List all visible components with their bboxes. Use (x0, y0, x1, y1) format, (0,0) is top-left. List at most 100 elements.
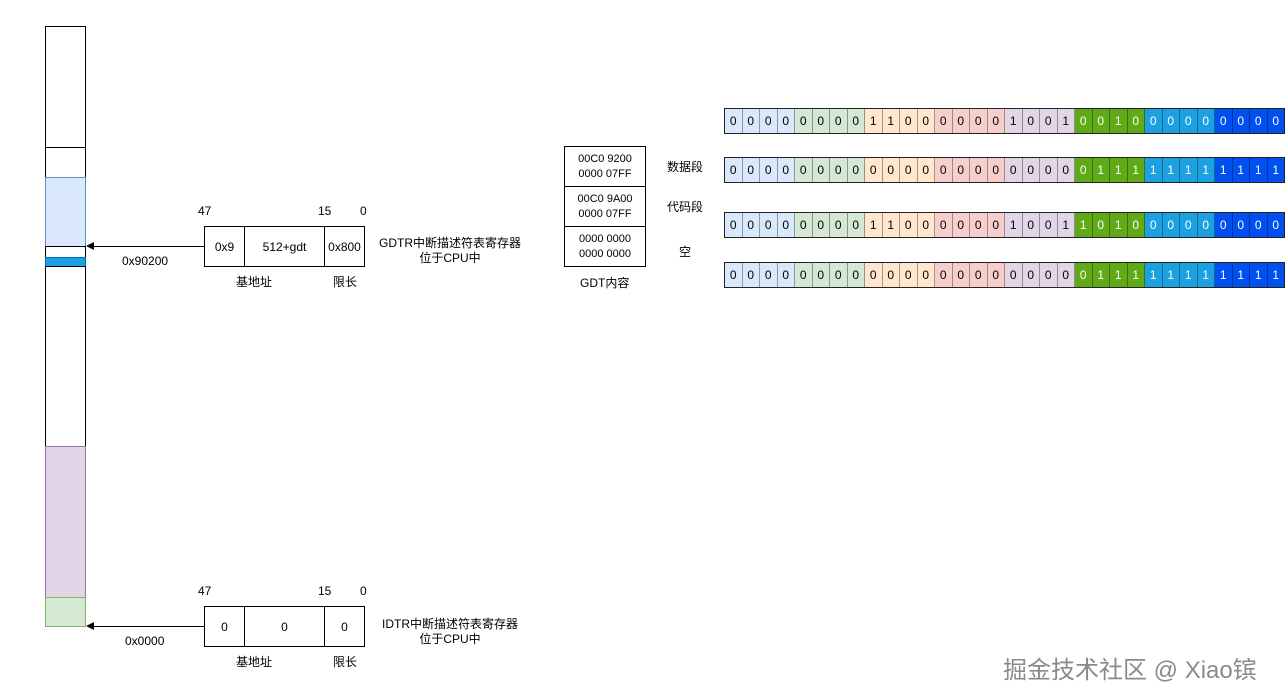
bit-cell: 0 (1162, 213, 1180, 237)
bit-cell: 0 (1075, 263, 1093, 287)
bit-cell: 0 (865, 263, 883, 287)
gdtr-arrow-line (92, 246, 204, 247)
gdtr-bit-0: 0 (360, 204, 367, 218)
bit-cell: 0 (1092, 109, 1110, 133)
bit-cell: 0 (1040, 158, 1058, 182)
bit-cell: 0 (1232, 213, 1250, 237)
bit-cell: 0 (952, 109, 970, 133)
bit-cell: 0 (795, 158, 813, 182)
bit-cell: 0 (1215, 213, 1233, 237)
bit-cell: 0 (917, 158, 935, 182)
memory-block-purple (45, 446, 86, 598)
bit-cell: 0 (1057, 263, 1075, 287)
idtr-register: 0 0 0 (204, 606, 365, 647)
gdt-table: 00C0 9200 0000 07FF 00C0 9A00 0000 07FF … (564, 146, 646, 267)
bit-cell: 0 (830, 263, 848, 287)
gdt-entry-code-line1: 00C0 9A00 (577, 192, 633, 205)
bit-cell: 0 (882, 263, 900, 287)
idtr-limit-caption: 限长 (333, 655, 358, 669)
bit-cell: 0 (1145, 109, 1163, 133)
gdt-label-null: 空 (679, 245, 692, 259)
idtr-limit: 0 (324, 606, 365, 647)
bit-cell: 0 (952, 263, 970, 287)
bit-cell: 0 (917, 213, 935, 237)
gdt-entry-null: 0000 0000 0000 0000 (564, 226, 646, 267)
bit-cell: 0 (900, 263, 918, 287)
bit-cell: 0 (882, 158, 900, 182)
bit-cell: 0 (1022, 109, 1040, 133)
bit-cell: 0 (1127, 213, 1145, 237)
bit-cell: 0 (847, 263, 865, 287)
bit-cell: 0 (725, 213, 743, 237)
bit-cell: 0 (795, 263, 813, 287)
bit-cell: 1 (1197, 158, 1215, 182)
bit-cell: 0 (830, 109, 848, 133)
bit-cell: 0 (1180, 109, 1198, 133)
bit-cell: 0 (1040, 213, 1058, 237)
memory-block-blue (45, 177, 86, 247)
gdt-entry-data-line1: 00C0 9200 (578, 152, 632, 165)
idtr-base-high: 0 (204, 606, 245, 647)
bit-cell: 0 (987, 109, 1005, 133)
memory-block-top (45, 26, 86, 148)
bit-cell: 0 (1022, 263, 1040, 287)
bit-cell: 0 (760, 158, 778, 182)
bit-cell: 1 (1180, 263, 1198, 287)
bit-cell: 0 (1267, 109, 1284, 133)
bit-cell: 0 (1057, 158, 1075, 182)
bit-cell: 0 (900, 213, 918, 237)
bit-cell: 0 (952, 158, 970, 182)
idtr-bit-15: 15 (318, 584, 332, 598)
idtr-arrow-line (92, 626, 204, 627)
idtr-description: IDTR中断描述符表寄存器 位于CPU中 (374, 617, 526, 647)
gdt-entry-null-line2: 0000 0000 (579, 247, 631, 260)
watermark: 掘金技术社区 @ Xiao镔 (1003, 657, 1257, 684)
bit-cell: 0 (865, 158, 883, 182)
bit-cell: 1 (1092, 158, 1110, 182)
gdtr-register: 0x9 512+gdt 0x800 (204, 226, 365, 267)
bit-cell: 0 (970, 158, 988, 182)
bit-cell: 0 (812, 158, 830, 182)
gdtr-address-label: 0x90200 (122, 254, 169, 268)
gdtr-base-high: 0x9 (204, 226, 245, 267)
bit-cell: 0 (847, 213, 865, 237)
idtr-bit-47: 47 (198, 584, 212, 598)
bit-cell: 1 (1110, 263, 1128, 287)
idtr-base-caption: 基地址 (236, 655, 273, 669)
bit-cell: 0 (1127, 109, 1145, 133)
bit-cell: 1 (882, 213, 900, 237)
bit-cell: 1 (1267, 263, 1284, 287)
bit-cell: 1 (1005, 109, 1023, 133)
bit-cell: 0 (935, 213, 953, 237)
bit-cell: 1 (865, 109, 883, 133)
bit-cell: 0 (970, 213, 988, 237)
bit-cell: 0 (987, 213, 1005, 237)
bit-cell: 0 (935, 263, 953, 287)
bit-cell: 0 (830, 158, 848, 182)
gdtr-bit-15: 15 (318, 204, 332, 218)
idtr-address-label: 0x0000 (125, 634, 165, 648)
bit-cell: 0 (900, 109, 918, 133)
bit-cell: 0 (742, 109, 760, 133)
bit-cell: 1 (1110, 109, 1128, 133)
bit-cell: 1 (1215, 263, 1233, 287)
bit-cell: 0 (1250, 109, 1268, 133)
memory-block-green (45, 597, 86, 627)
bit-cell: 1 (1127, 158, 1145, 182)
bit-cell: 0 (1005, 158, 1023, 182)
memory-map (45, 26, 86, 627)
bit-cell: 1 (1267, 158, 1284, 182)
gdtr-base-low: 512+gdt (244, 226, 325, 267)
bit-cell: 1 (1110, 158, 1128, 182)
gdtr-limit-caption: 限长 (333, 275, 358, 289)
idtr-bit-0: 0 (360, 584, 367, 598)
bit-cell: 1 (1057, 213, 1075, 237)
bit-cell: 0 (1215, 109, 1233, 133)
bit-cell: 0 (1040, 109, 1058, 133)
gdt-entry-data: 00C0 9200 0000 07FF (564, 146, 646, 187)
bit-cell: 1 (1057, 109, 1075, 133)
bit-cell: 0 (795, 213, 813, 237)
